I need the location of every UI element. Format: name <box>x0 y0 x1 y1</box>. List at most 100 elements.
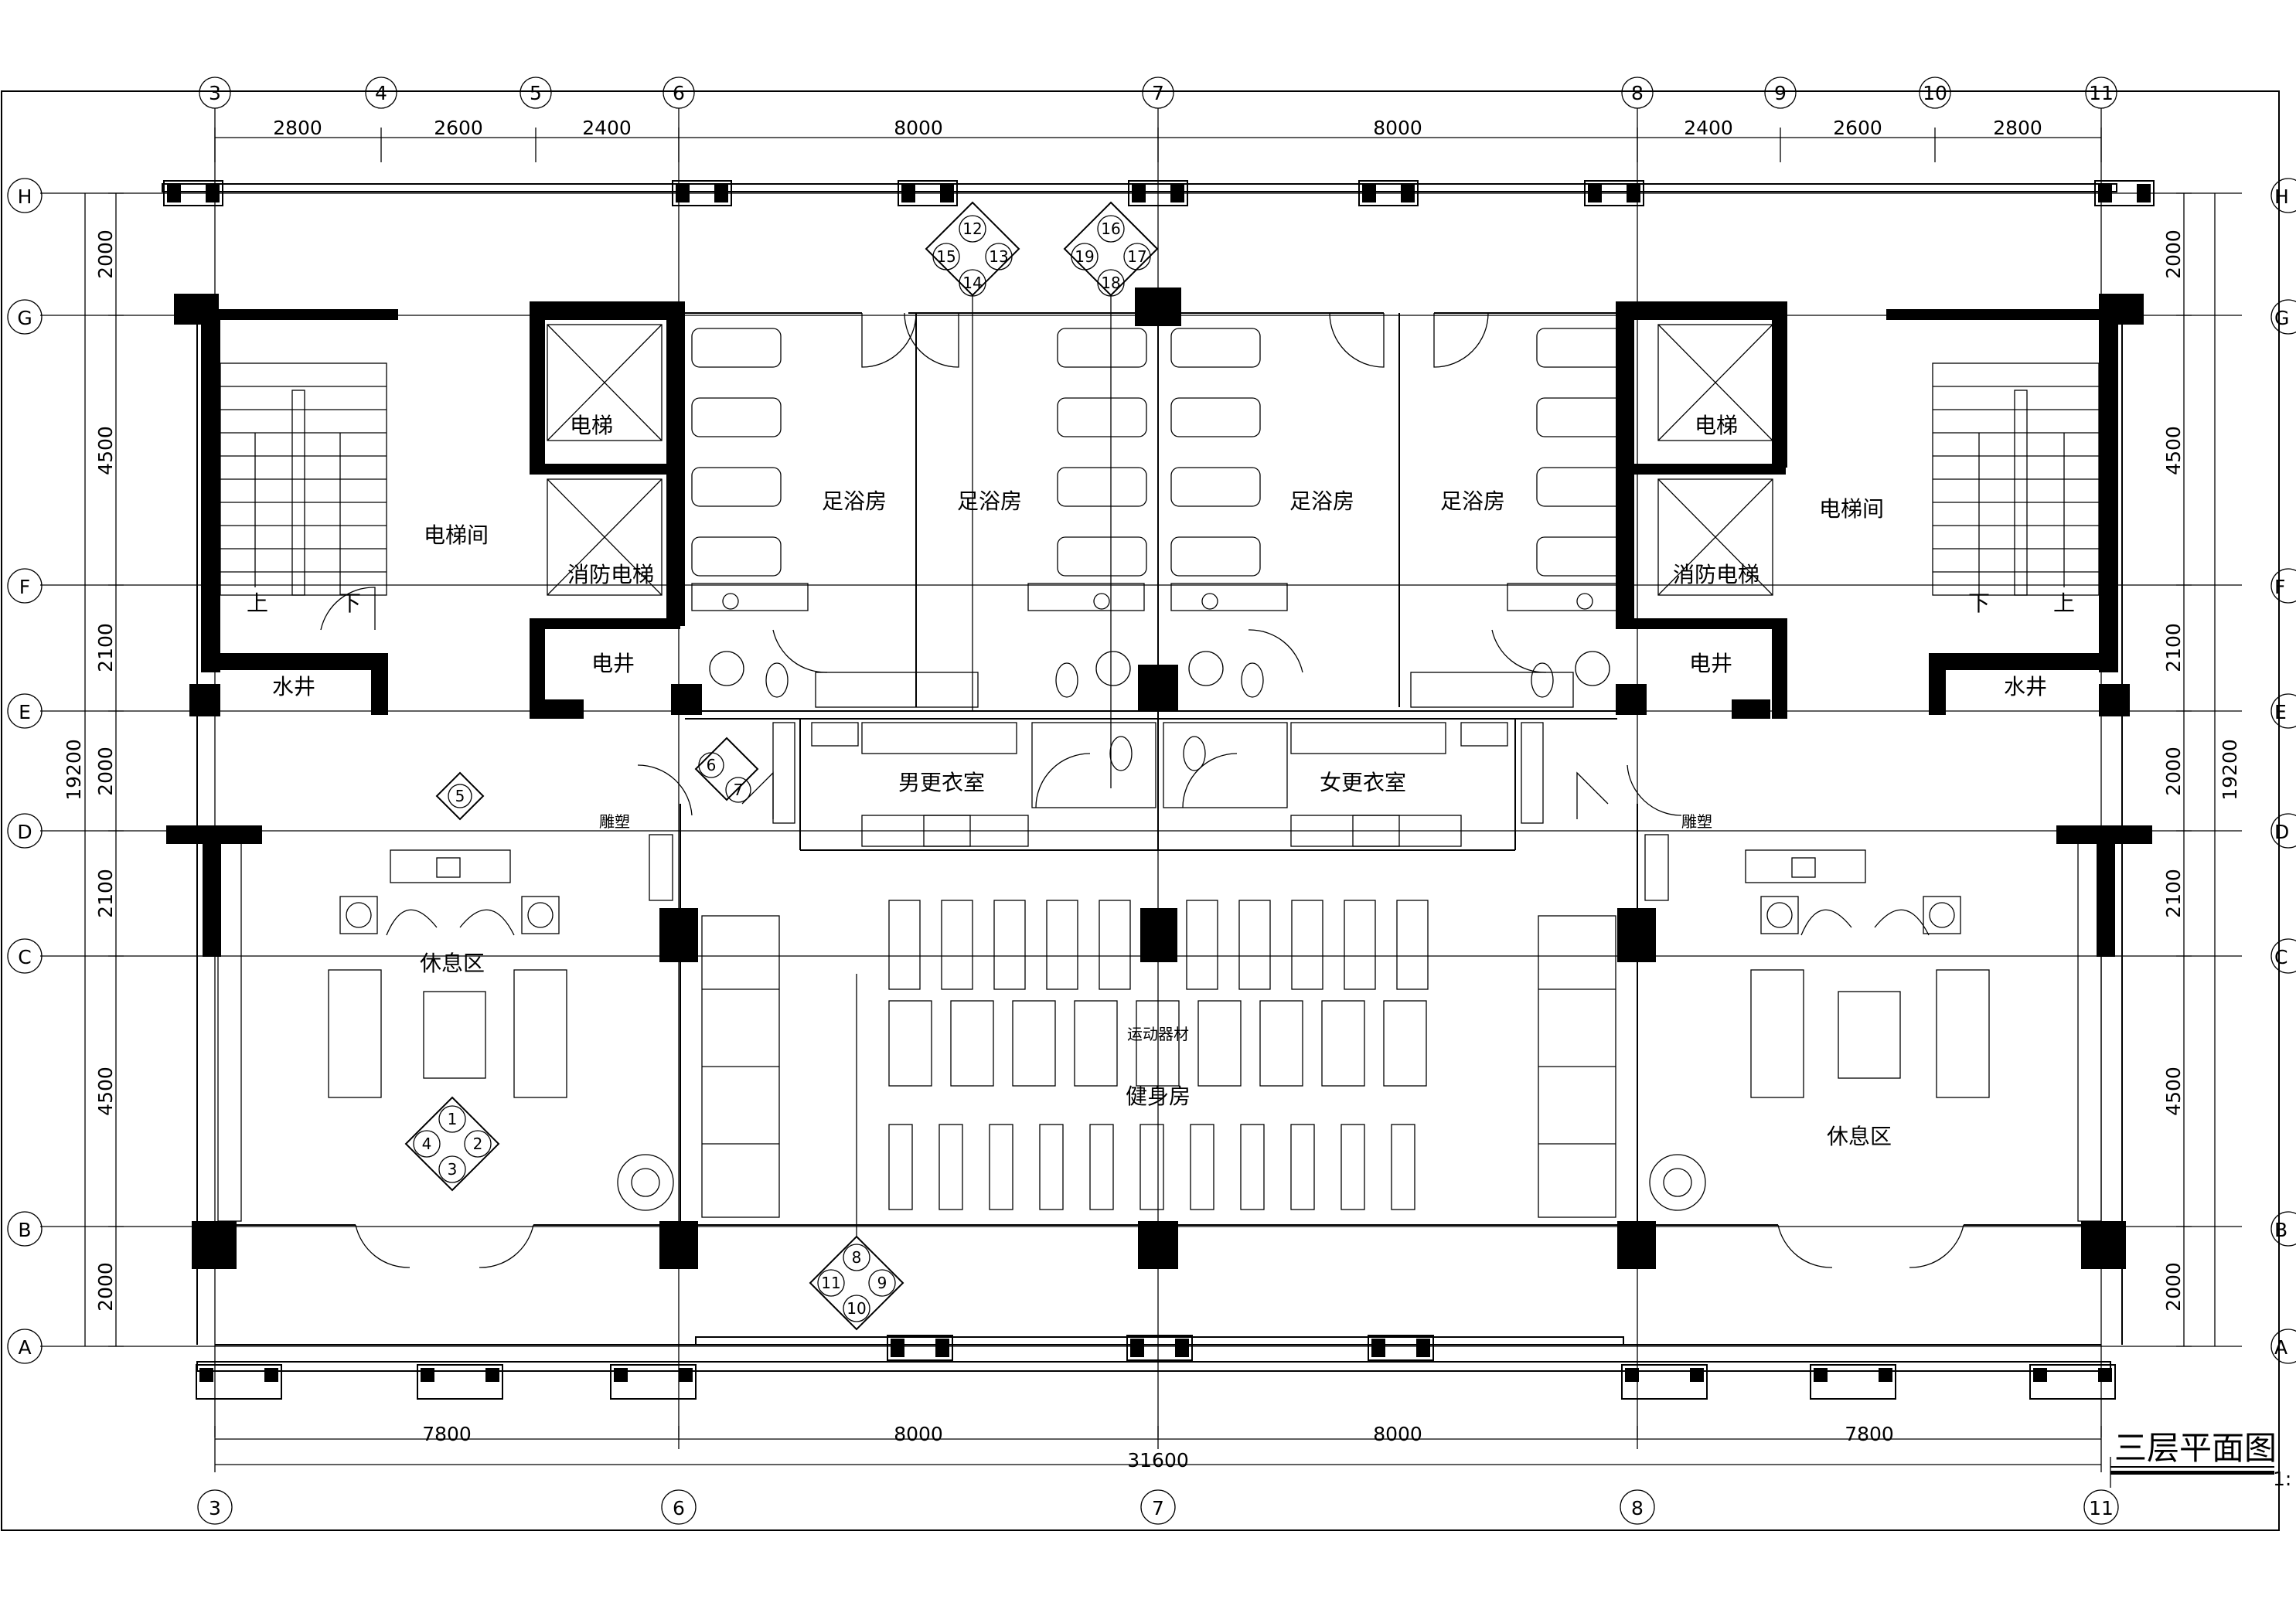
elevator-cabins <box>547 324 1773 596</box>
label-foot-bath-1: 足浴房 <box>822 488 887 514</box>
top-axis-4: 4 <box>375 82 387 104</box>
label-sculpture-left: 雕塑 <box>599 812 630 831</box>
label-shaft-left: 电井 <box>591 651 635 676</box>
view-marker-3 <box>694 737 759 803</box>
left-axis-A: A <box>18 1336 31 1359</box>
bottom-axis-3: 3 <box>209 1497 221 1519</box>
dimension-lines <box>84 128 2216 1472</box>
left-axis-E: E <box>19 701 31 723</box>
label-foot-bath-4: 足浴房 <box>1440 488 1505 514</box>
dim-left-6: 4500 <box>94 1067 117 1116</box>
drawing-scale: 1: <box>2273 1468 2291 1490</box>
view-marker-1-e: 13 <box>989 247 1008 266</box>
dim-right-5: 2100 <box>2162 869 2185 918</box>
side-windows <box>217 842 2102 1222</box>
right-axis-A: A <box>2274 1336 2287 1359</box>
view-marker-2-s: 18 <box>1101 274 1120 292</box>
sculptures <box>649 834 1669 901</box>
view-marker-4-a: 5 <box>455 787 465 805</box>
view-marker-2-n: 16 <box>1101 219 1120 238</box>
right-axis-C: C <box>2274 946 2287 968</box>
label-shaft-right: 电井 <box>1689 651 1732 676</box>
view-marker-5-s: 3 <box>448 1160 458 1179</box>
right-axis-E: E <box>2274 701 2287 723</box>
label-foot-bath-2: 足浴房 <box>957 488 1022 514</box>
label-fire-elevator-left: 消防电梯 <box>567 562 654 587</box>
title-underline-bold <box>2110 1471 2274 1475</box>
top-axis-6: 6 <box>673 82 685 104</box>
view-marker-6-e: 9 <box>877 1274 887 1292</box>
stairs-left <box>220 362 387 596</box>
right-axis-H: H <box>2274 185 2289 208</box>
top-axis-7: 7 <box>1152 82 1164 104</box>
dim-left-1: 2000 <box>94 230 117 279</box>
right-axis-G: G <box>2274 307 2289 329</box>
plants <box>617 651 1706 1211</box>
label-fire-elevator-right: 消防电梯 <box>1673 562 1759 587</box>
label-mens-locker: 男更衣室 <box>898 770 985 795</box>
view-marker-2-e: 17 <box>1127 247 1146 266</box>
top-axis-11: 11 <box>2089 82 2114 104</box>
bottom-axis-6: 6 <box>673 1497 685 1519</box>
dim-right-4: 2000 <box>2162 747 2185 796</box>
label-gym-equipment: 运动器材 <box>1127 1025 1189 1043</box>
view-marker-5-e: 2 <box>473 1135 483 1153</box>
label-elevator-right: 电梯 <box>1695 413 1738 438</box>
label-gym: 健身房 <box>1126 1084 1191 1109</box>
dim-left-3: 2100 <box>94 623 117 672</box>
dim-right-3: 2100 <box>2162 623 2185 672</box>
gym-equipment <box>701 900 1616 1218</box>
locker-fixtures <box>772 722 1544 847</box>
label-stair-up-left: 上 <box>247 590 268 616</box>
label-lounge-right: 休息区 <box>1827 1124 1892 1149</box>
label-elevator-hall-right: 电梯间 <box>1819 496 1884 522</box>
left-axis-D: D <box>17 821 32 843</box>
label-sculpture-right: 雕塑 <box>1681 812 1712 831</box>
top-axis-3: 3 <box>209 82 221 104</box>
dim-left-7: 2000 <box>94 1262 117 1312</box>
dim-right-1: 2000 <box>2162 230 2185 279</box>
view-marker-1-s: 14 <box>962 274 982 292</box>
dim-top-6: 2400 <box>1684 117 1733 139</box>
view-marker-6-s: 10 <box>847 1299 866 1318</box>
label-elevator-left: 电梯 <box>570 413 613 438</box>
left-axis-G: G <box>17 307 32 329</box>
label-water-well-left: 水井 <box>272 674 315 699</box>
drawing-border <box>1 90 2280 1531</box>
dim-bottom-total: 31600 <box>1127 1449 1189 1472</box>
dim-top-4: 8000 <box>894 117 943 139</box>
dim-right-6: 4500 <box>2162 1067 2185 1116</box>
top-axis-8: 8 <box>1631 82 1644 104</box>
dim-left-4: 2000 <box>94 747 117 796</box>
label-lounge-left: 休息区 <box>420 951 485 976</box>
view-marker-1-w: 15 <box>936 247 956 266</box>
dim-top-5: 8000 <box>1373 117 1422 139</box>
dim-bottom-3: 8000 <box>1373 1423 1422 1445</box>
dim-top-7: 2600 <box>1833 117 1882 139</box>
view-marker-2 <box>1063 201 1159 788</box>
structural-walls <box>166 288 2152 1269</box>
bottom-axis-bubbles <box>197 1489 2119 1525</box>
right-axis-bubbles <box>2270 178 2296 1364</box>
left-axis-F: F <box>19 576 30 598</box>
view-marker-5-w: 4 <box>422 1135 432 1153</box>
facade-columns-top <box>163 180 2155 206</box>
label-foot-bath-3: 足浴房 <box>1289 488 1354 514</box>
dim-bottom-1: 7800 <box>422 1423 472 1445</box>
top-axis-5: 5 <box>530 82 542 104</box>
label-stair-up-right: 上 <box>2053 590 2075 616</box>
dim-top-2: 2600 <box>434 117 483 139</box>
top-axis-bubbles <box>199 77 2117 109</box>
view-marker-5 <box>404 1096 500 1192</box>
foot-bath-recliners <box>691 328 1627 611</box>
view-marker-1 <box>925 201 1020 711</box>
drawing-title: 三层平面图 <box>2114 1429 2277 1467</box>
dim-right-total: 19200 <box>2219 739 2241 801</box>
view-marker-3-b: 7 <box>734 781 744 799</box>
label-stair-down-left: 下 <box>339 590 361 616</box>
left-axis-H: H <box>18 185 32 208</box>
left-axis-B: B <box>18 1219 31 1241</box>
lounge-furniture <box>328 849 1990 1098</box>
label-elevator-hall-left: 电梯间 <box>424 522 489 548</box>
